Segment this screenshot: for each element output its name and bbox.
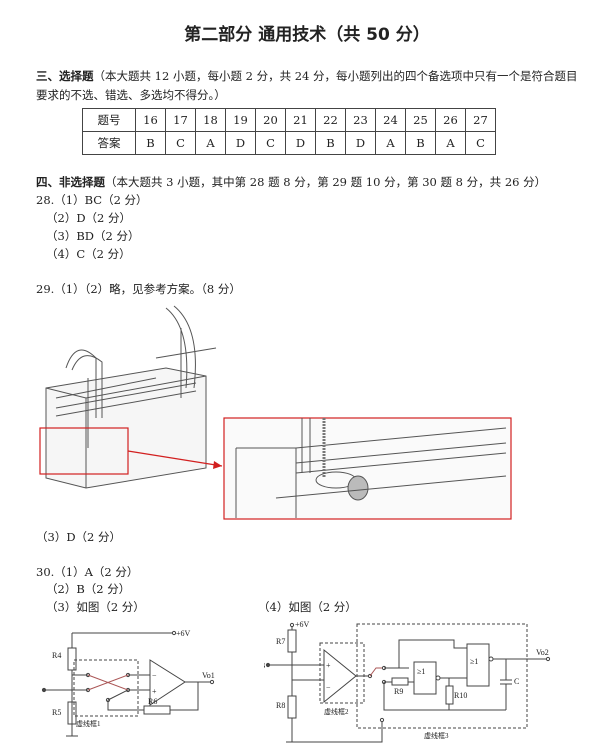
answer-cell: C <box>255 131 286 155</box>
r6-label: R6 <box>148 697 157 706</box>
answer-cell: B <box>315 131 346 155</box>
question-number-cell: 27 <box>465 108 496 132</box>
zoom-arrow <box>127 450 223 467</box>
minus-sign: − <box>326 683 331 692</box>
question-number-cell: 20 <box>255 108 286 132</box>
q29-figure <box>39 305 512 520</box>
q30-4: （4）如图（2 分） <box>258 600 357 614</box>
box2-label: 虚线框2 <box>324 707 349 716</box>
minus-sign: − <box>152 671 157 680</box>
answer-cell: B <box>135 131 166 155</box>
detail-box <box>223 417 512 520</box>
section3-desc: （本大题共 12 小题，每小题 2 分，共 24 分，每小题列出的四个备选项中只… <box>93 69 578 83</box>
nor-gate-2-label: ≥1 <box>470 657 478 666</box>
answer-cell: C <box>465 131 496 155</box>
q28-4: （4）C（2 分） <box>46 247 131 261</box>
answer-cell: D <box>345 131 376 155</box>
answer-cell: D <box>225 131 256 155</box>
row-header: 题号 <box>82 108 136 132</box>
section3-heading: 三、选择题 <box>36 69 94 83</box>
question-number-cell: 22 <box>315 108 346 132</box>
section3-desc2: 要求的不选、错选、多选均不得分。） <box>36 88 226 102</box>
answer-cell: A <box>375 131 406 155</box>
q30-1: 30.（1）A（2 分） <box>36 565 139 579</box>
q30-3: （3）如图（2 分） <box>46 600 145 614</box>
question-number-cell: 24 <box>375 108 406 132</box>
question-number-cell: 26 <box>435 108 466 132</box>
section4-heading: 四、非选择题 <box>36 175 105 189</box>
question-number-cell: 21 <box>285 108 316 132</box>
input-b-label: B <box>264 661 265 670</box>
r9-label: R9 <box>394 687 403 696</box>
r4-label: R4 <box>52 651 61 660</box>
r7-label: R7 <box>276 637 285 646</box>
section3-line1: 三、选择题（本大题共 12 小题，每小题 2 分，共 24 分，每小题列出的四个… <box>36 68 578 84</box>
r8-label: R8 <box>276 701 285 710</box>
question-number-cell: 16 <box>135 108 166 132</box>
nor-gate-1-label: ≥1 <box>417 667 425 676</box>
answer-cell: A <box>195 131 226 155</box>
section4-desc: （本大题共 3 小题，其中第 28 题 8 分，第 29 题 10 分，第 30… <box>105 175 547 189</box>
r10-label: R10 <box>454 691 467 700</box>
circuit-2: +6V R7 R8 R9 R10 C B Vo2 + − ≥1 ≥1 虚线框2 … <box>264 620 551 743</box>
q30-2: （2）B（2 分） <box>46 582 131 596</box>
question-number-cell: 18 <box>195 108 226 132</box>
answer-cell: D <box>285 131 316 155</box>
answer-cell: A <box>435 131 466 155</box>
box3-label: 虚线框3 <box>424 731 449 740</box>
q29-1: 29.（1）（2）略，见参考方案。（8 分） <box>36 282 241 296</box>
box1-label: 虚线框1 <box>76 719 101 728</box>
section4-line: 四、非选择题（本大题共 3 小题，其中第 28 题 8 分，第 29 题 10 … <box>36 174 546 190</box>
c-label: C <box>514 677 519 686</box>
circuit-1: +6V R4 R5 R6 A Vo1 − + 虚线框1 <box>41 629 215 737</box>
plus-sign: + <box>326 661 331 670</box>
question-number-cell: 25 <box>405 108 436 132</box>
vo2-label: Vo2 <box>536 648 549 657</box>
q28-3: （3）BD（2 分） <box>46 229 140 243</box>
q28-1: 28.（1）BC（2 分） <box>36 193 148 207</box>
supply-label: +6V <box>295 620 310 629</box>
q29-3: （3）D（2 分） <box>36 530 122 544</box>
answer-cell: B <box>405 131 436 155</box>
row-header: 答案 <box>82 131 136 155</box>
page-title: 第二部分 通用技术（共 50 分） <box>184 25 430 45</box>
plus-sign: + <box>152 687 157 696</box>
vo1-label: Vo1 <box>202 671 215 680</box>
q28-2: （2）D（2 分） <box>46 211 132 225</box>
r5-label: R5 <box>52 708 61 717</box>
question-number-cell: 19 <box>225 108 256 132</box>
question-number-cell: 17 <box>165 108 196 132</box>
answer-cell: C <box>165 131 196 155</box>
supply-label: +6V <box>176 629 191 638</box>
question-number-cell: 23 <box>345 108 376 132</box>
